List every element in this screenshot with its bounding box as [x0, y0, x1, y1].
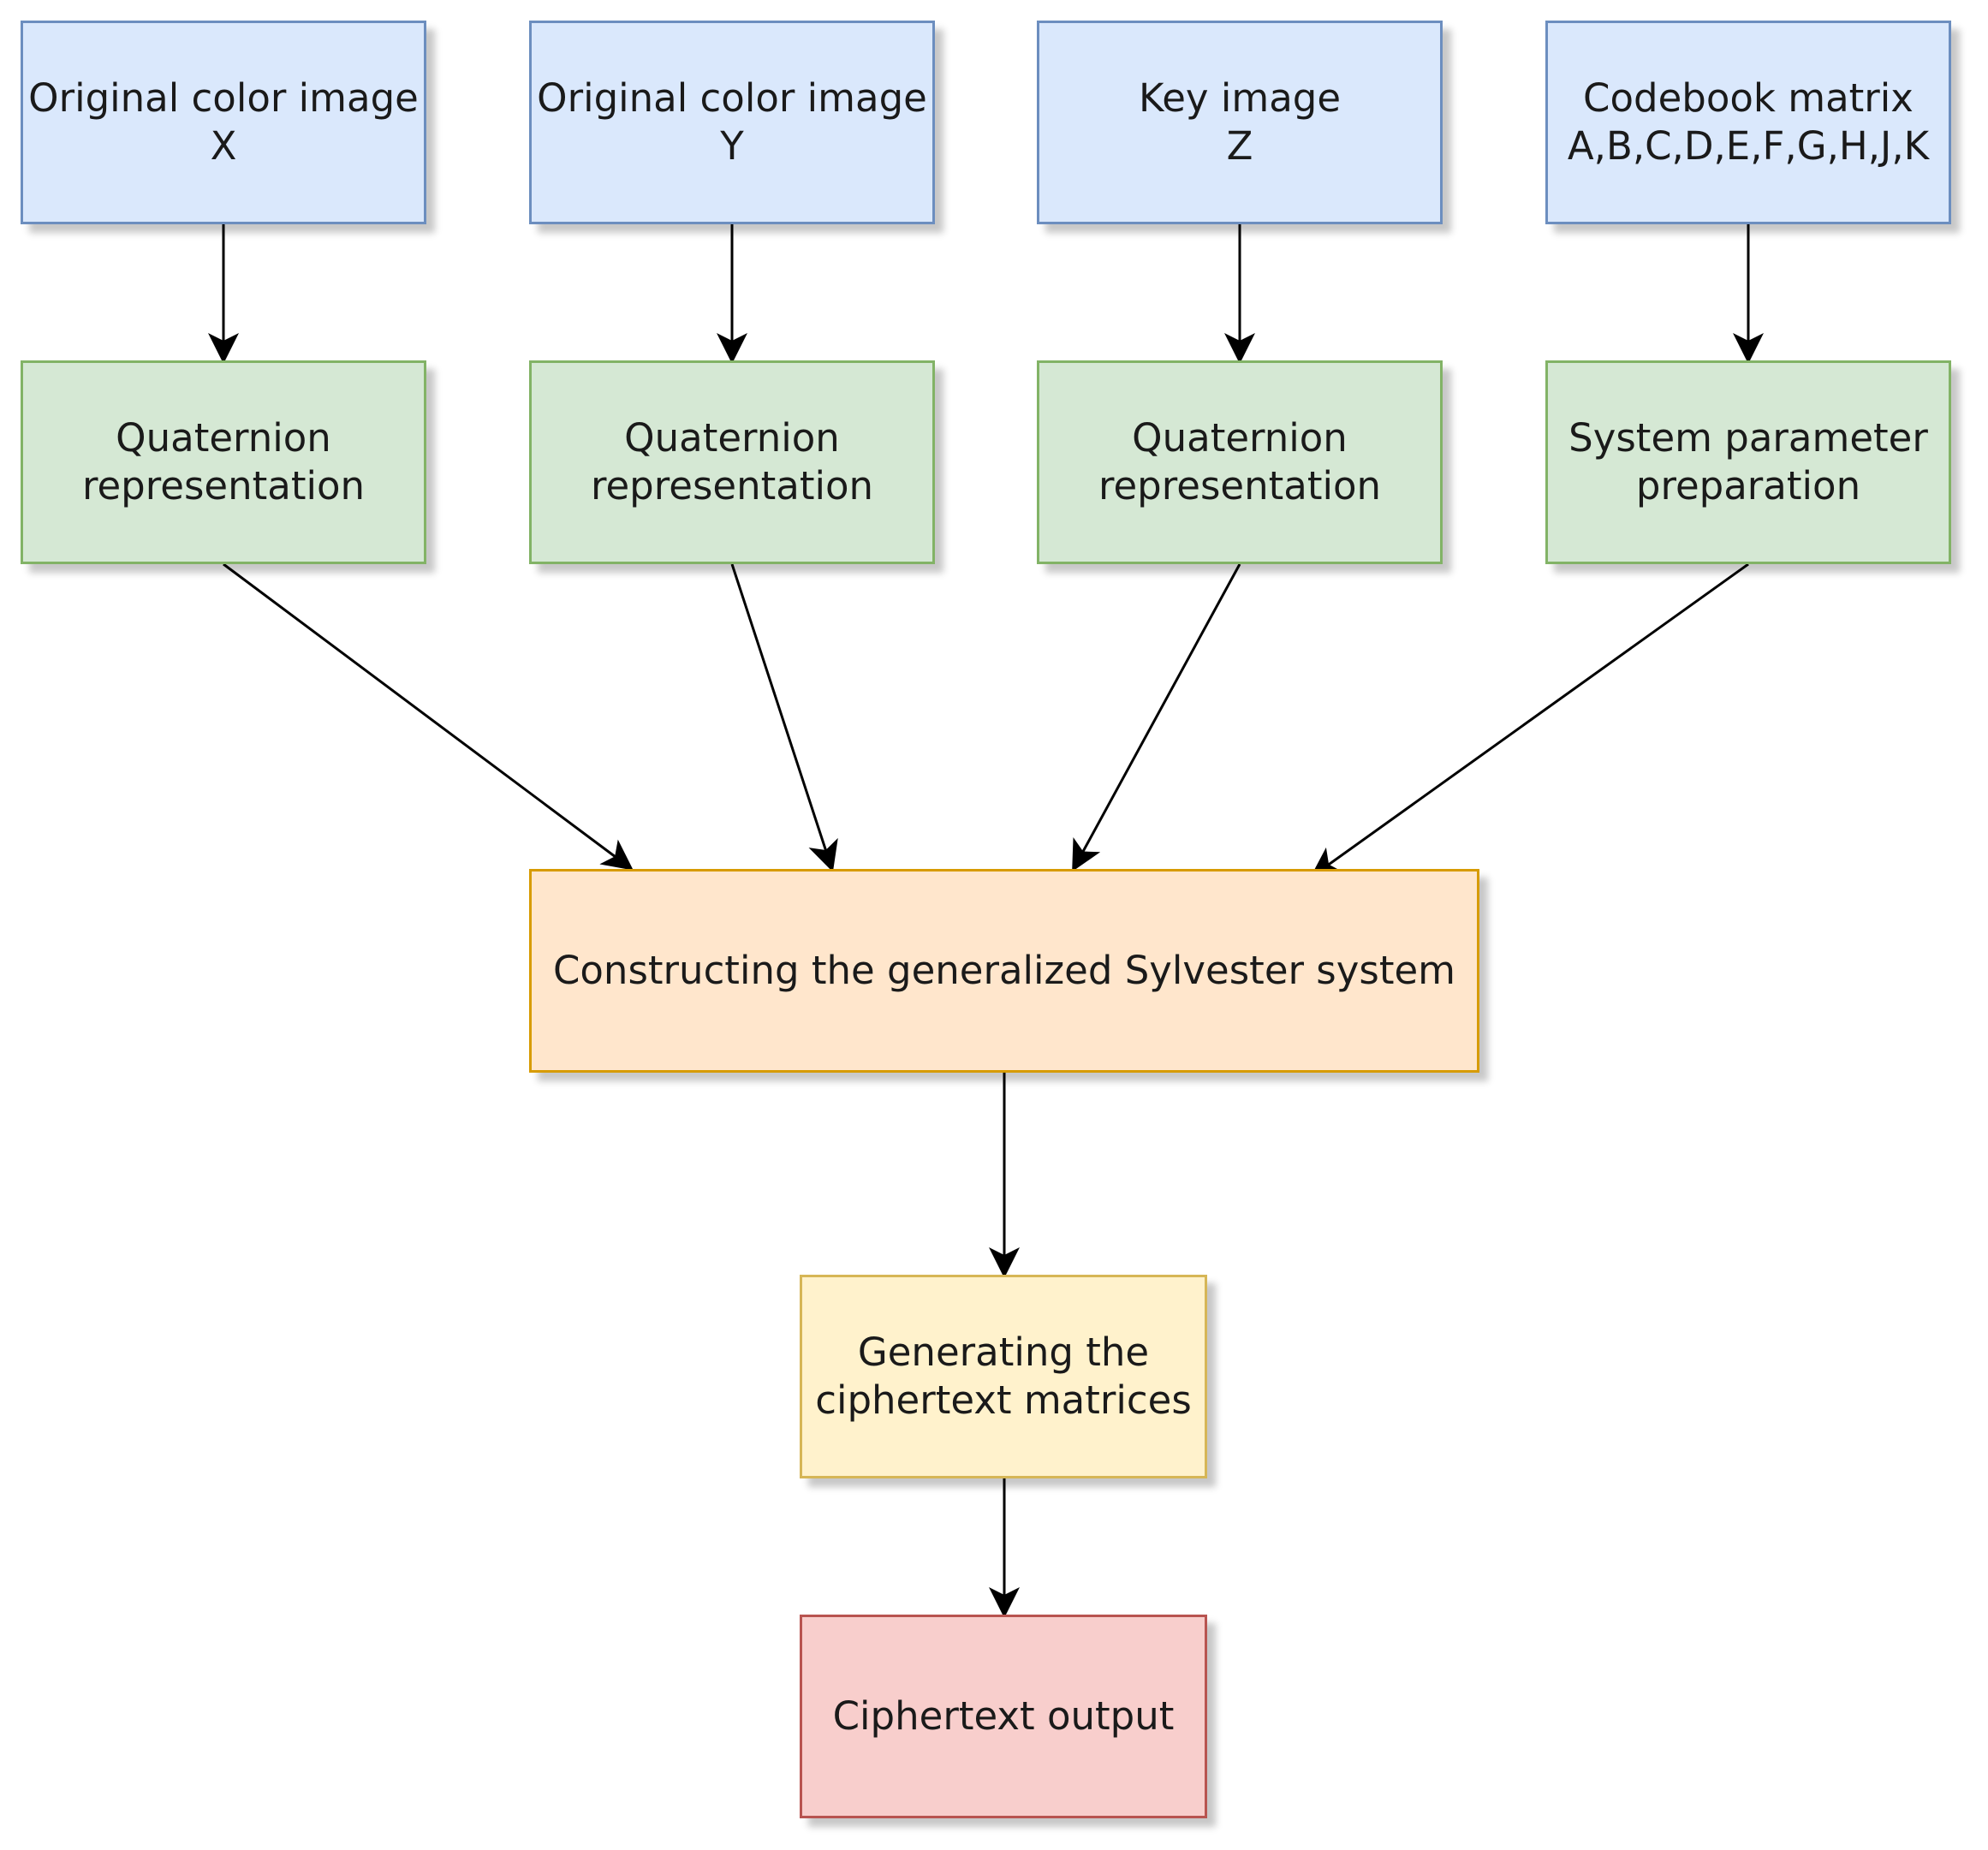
node-label-line: Quaternion [1132, 415, 1348, 461]
node-label-line: Codebook matrix [1583, 75, 1914, 121]
node-label-line: Constructing the generalized Sylvester s… [552, 948, 1455, 993]
node-label-line: Generating the [857, 1330, 1150, 1375]
node-key-image-z: Key image Z [1037, 21, 1443, 224]
node-ciphertext-output: Ciphertext output [800, 1615, 1207, 1818]
node-quaternion-representation-y: Quaternion representation [529, 360, 935, 564]
node-label-line: Quaternion [624, 415, 840, 461]
node-label-line: Original color image [537, 75, 927, 121]
node-label-line: Key image [1138, 75, 1342, 121]
edge-sys_param-to-sylvester [1310, 562, 1749, 878]
node-label-line: Ciphertext output [832, 1693, 1175, 1739]
edge-quat_y-to-sylvester [730, 563, 838, 872]
node-label-line: representation [81, 463, 366, 509]
edge-quat_x-to-sylvester [223, 562, 634, 871]
edge-quat_z-to-sylvester [1072, 563, 1241, 872]
node-label-line: representation [1098, 463, 1382, 509]
node-generating-ciphertext: Generating the ciphertext matrices [800, 1275, 1207, 1478]
node-label-line: Quaternion [116, 415, 331, 461]
node-sylvester-system: Constructing the generalized Sylvester s… [529, 869, 1479, 1073]
node-label-line: A,B,C,D,E,F,G,H,J,K [1567, 123, 1930, 169]
node-label-line: ciphertext matrices [815, 1377, 1192, 1423]
node-quaternion-representation-z: Quaternion representation [1037, 360, 1443, 564]
node-label-line: X [210, 123, 237, 169]
node-label-line: Y [720, 123, 744, 169]
node-label-line: preparation [1635, 463, 1861, 509]
node-label-line: System parameter [1568, 415, 1928, 461]
node-label-line: representation [590, 463, 874, 509]
node-original-color-image-x: Original color image X [21, 21, 426, 224]
node-system-parameter-preparation: System parameter preparation [1545, 360, 1951, 564]
node-codebook-matrix: Codebook matrix A,B,C,D,E,F,G,H,J,K [1545, 21, 1951, 224]
node-label-line: Z [1226, 123, 1253, 169]
node-original-color-image-y: Original color image Y [529, 21, 935, 224]
node-quaternion-representation-x: Quaternion representation [21, 360, 426, 564]
node-label-line: Original color image [28, 75, 419, 121]
